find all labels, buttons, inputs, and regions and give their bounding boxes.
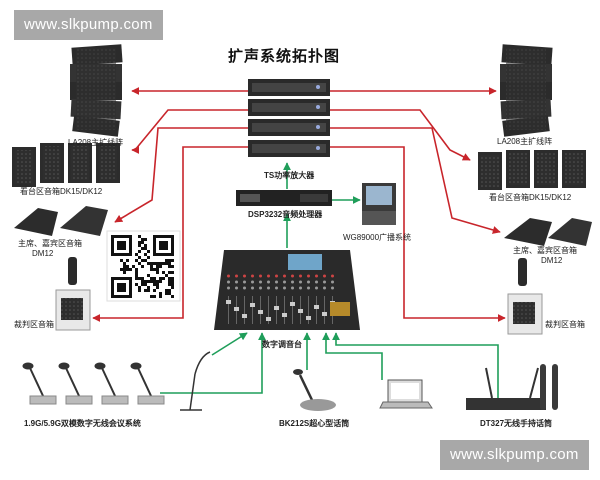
watermark-top: www.slkpump.com xyxy=(14,10,163,40)
gooseneck-mic-stand xyxy=(180,351,211,411)
broadcast-system-monitor xyxy=(362,183,396,225)
dsp-processor xyxy=(236,190,332,206)
conference-microphones xyxy=(22,362,165,405)
label-mixer: 数字调音台 xyxy=(262,340,302,349)
stand-speakers-right xyxy=(478,150,586,190)
label-main-left-1: 主席、嘉宾区音箱 xyxy=(18,239,82,248)
label-gooseneck: BK212S超心型话筒 xyxy=(279,419,350,428)
diagram-title: 扩声系统拓扑图 xyxy=(228,48,341,65)
label-main-left-2: DM12 xyxy=(32,249,54,258)
qr-code xyxy=(106,230,181,302)
laptop xyxy=(379,379,433,409)
label-referee-left: 裁判区音箱 xyxy=(14,320,54,329)
power-amplifier-stack xyxy=(248,79,330,157)
wedge-speakers-right xyxy=(504,218,592,246)
la208-line-array-left xyxy=(70,44,123,137)
referee-speaker-left xyxy=(55,257,91,331)
label-dsp: DSP3232音频处理器 xyxy=(248,210,323,219)
watermark-bottom: www.slkpump.com xyxy=(440,440,589,470)
bk212s-microphone xyxy=(293,369,336,411)
wireless-mic-receiver xyxy=(466,364,558,410)
label-wireless: DT327无线手持话筒 xyxy=(480,419,553,428)
label-stand-right: 看台区音箱DK15/DK12 xyxy=(489,193,572,202)
wedge-speakers-left xyxy=(14,206,108,236)
label-stand-left: 看台区音箱DK15/DK12 xyxy=(20,187,103,196)
label-conference: 1.9G/5.9G双模数字无线会议系统 xyxy=(24,419,141,428)
referee-speaker-right xyxy=(507,258,543,335)
label-la208-left: LA208主扩线阵 xyxy=(68,138,124,147)
digital-mixer xyxy=(214,250,360,330)
stand-speakers-left xyxy=(12,143,120,187)
signal-connections xyxy=(160,162,499,398)
label-main-right-1: 主席、嘉宾区音箱 xyxy=(513,246,577,255)
speaker-connections xyxy=(92,87,506,322)
label-referee-right: 裁判区音箱 xyxy=(545,320,585,329)
label-main-right-2: DM12 xyxy=(541,256,563,265)
la208-line-array-right xyxy=(500,44,553,137)
label-amplifier: TS功率放大器 xyxy=(264,171,315,180)
label-broadcast: WG89000广播系统 xyxy=(343,233,412,242)
label-la208-right: LA208主扩线阵 xyxy=(497,137,553,146)
